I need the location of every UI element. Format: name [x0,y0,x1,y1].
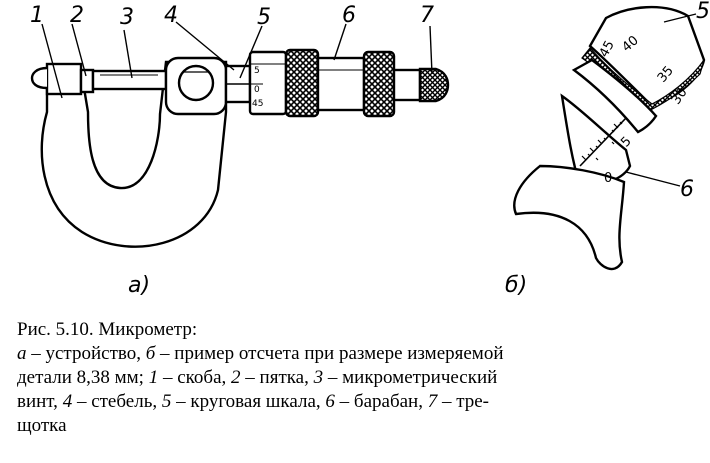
label-b-5: 5 [696,0,710,24]
sublabel-b: б) [505,273,527,298]
caption-text: детали 8,38 мм; [17,367,149,388]
caption-line-2: детали 8,38 мм; 1 – скоба, 2 – пятка, 3 … [17,366,702,390]
knurl-ring-2 [362,50,396,118]
ratchet [418,67,450,103]
label-a-3: 3 [120,5,134,30]
micrometer-figure: 5 0 45 1 2 3 4 5 6 7 а) [30,0,710,298]
sublabel-a: а) [128,273,150,298]
knurl-ring-1 [284,48,320,118]
sleeve-ticks-b [581,121,623,161]
caption-line-3: винт, 4 – стебель, 5 – круговая шкала, 6… [17,390,702,414]
caption-num: 5 [161,391,172,412]
caption-line-1: а – устройство, б – пример отсчета при р… [17,342,702,366]
lower-body-b [513,164,626,271]
label-a-6: 6 [342,3,356,28]
label-a-4: 4 [164,3,178,28]
caption-ref-a: а [17,343,27,364]
leader-lines-b [625,13,697,187]
caption-line-4: щотка [17,415,67,436]
sleeve-scale-b-0: 0 [604,171,612,186]
caption-ref-b: б [145,343,156,364]
caption-num: 3 [313,367,324,388]
caption-text: – пример отсчета при размере измеряемой [155,343,504,364]
caption-text: – микрометрический [323,367,498,388]
caption-num: 2 [231,367,241,388]
caption-text: – тре- [437,391,490,412]
label-b-6: 6 [680,177,694,202]
spindle [91,69,168,91]
caption-num: 1 [148,367,159,388]
anvil [45,62,83,96]
caption-num: 7 [427,391,438,412]
label-a-1: 1 [30,3,44,28]
leader-lines-a [41,21,433,99]
thimble-scale-a-2: 0 [254,85,260,95]
thimble-scale-b-45: 45 [597,38,618,60]
thimble-scale-a-1: 5 [254,66,260,76]
caption-num: 6 [325,391,335,412]
frame-bracket [40,60,228,248]
caption-text: – стебель, [72,391,162,412]
caption-text: – пятка, [240,367,314,388]
caption-text: – круговая шкала, [171,391,326,412]
caption-text: – устройство, [26,343,146,364]
caption-title: Рис. 5.10. Микрометр: [17,319,198,340]
caption-text: – скоба, [158,367,232,388]
caption-text: – барабан, [334,391,428,412]
micrometer-device [30,48,450,248]
label-a-7: 7 [420,3,434,28]
figure-caption: Рис. 5.10. Микрометр: а – устройство, б … [17,318,702,438]
label-a-2: 2 [70,3,84,28]
reading-example [513,6,706,271]
thimble-scale-a-3: 45 [252,99,263,109]
caption-num: 4 [62,391,73,412]
label-a-5: 5 [257,5,271,30]
caption-text: винт, [17,391,63,412]
